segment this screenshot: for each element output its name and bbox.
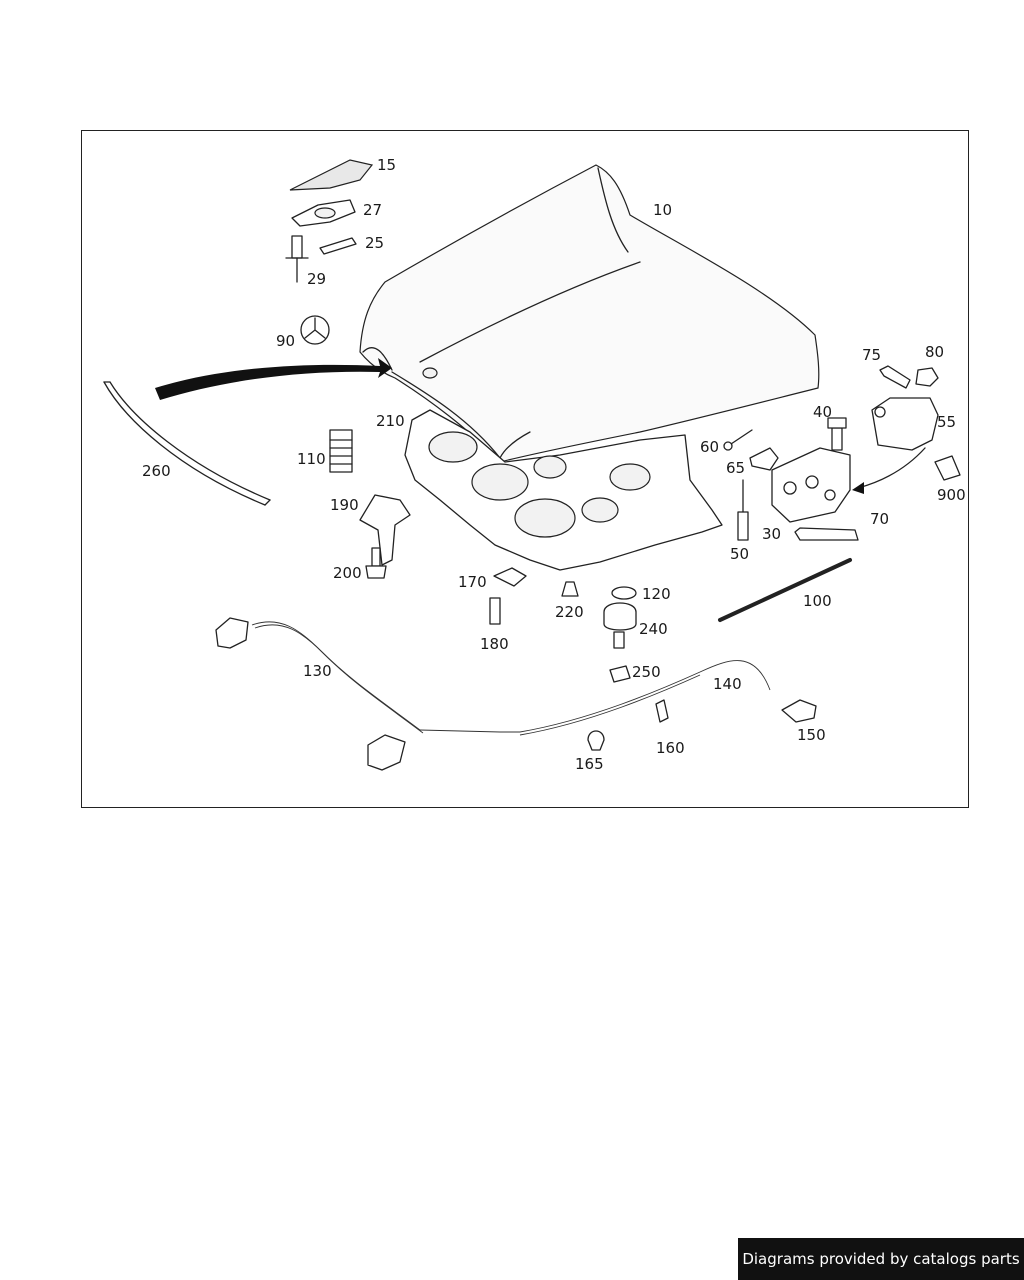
pointer-arrow (155, 358, 392, 400)
release-handle-left[interactable] (215, 617, 249, 649)
label-210[interactable]: 210 (376, 412, 405, 430)
part-110[interactable] (329, 429, 353, 473)
part-75[interactable] (879, 365, 911, 389)
label-25[interactable]: 25 (365, 234, 384, 252)
label-75[interactable]: 75 (862, 346, 881, 364)
label-90[interactable]: 90 (276, 332, 295, 350)
label-15[interactable]: 15 (377, 156, 396, 174)
part-900[interactable] (934, 455, 961, 481)
part-30[interactable] (771, 447, 851, 523)
label-130[interactable]: 130 (303, 662, 332, 680)
label-165[interactable]: 165 (575, 755, 604, 773)
label-140[interactable]: 140 (713, 675, 742, 693)
label-150[interactable]: 150 (797, 726, 826, 744)
part-180[interactable] (489, 597, 501, 625)
label-29[interactable]: 29 (307, 270, 326, 288)
part-50[interactable] (737, 479, 749, 541)
part-15[interactable] (289, 159, 374, 191)
part-60[interactable] (723, 429, 753, 451)
label-190[interactable]: 190 (330, 496, 359, 514)
lock-pointer-arrow (857, 447, 926, 489)
part-250[interactable] (609, 665, 631, 683)
label-250[interactable]: 250 (632, 663, 661, 681)
label-260[interactable]: 260 (142, 462, 171, 480)
label-40[interactable]: 40 (813, 403, 832, 421)
part-165[interactable] (587, 730, 605, 751)
label-55[interactable]: 55 (937, 413, 956, 431)
part-25[interactable] (319, 237, 357, 255)
label-10[interactable]: 10 (653, 201, 672, 219)
label-70[interactable]: 70 (870, 510, 889, 528)
part-55[interactable] (871, 397, 939, 451)
part-70[interactable] (794, 527, 859, 541)
part-120[interactable] (611, 586, 637, 600)
label-180[interactable]: 180 (480, 635, 509, 653)
label-27[interactable]: 27 (363, 201, 382, 219)
label-50[interactable]: 50 (730, 545, 749, 563)
label-60[interactable]: 60 (700, 438, 719, 456)
footer-credit-text: Diagrams provided by catalogs parts (742, 1250, 1020, 1268)
part-90[interactable] (300, 315, 330, 345)
part-100[interactable] (718, 558, 852, 622)
release-handle-lower[interactable] (367, 734, 406, 771)
part-190[interactable] (359, 494, 411, 566)
part-220[interactable] (561, 581, 579, 597)
label-200[interactable]: 200 (333, 564, 362, 582)
label-80[interactable]: 80 (925, 343, 944, 361)
part-170[interactable] (493, 567, 527, 587)
seal-strip-part-260[interactable] (103, 381, 271, 506)
part-80[interactable] (915, 367, 939, 387)
label-110[interactable]: 110 (297, 450, 326, 468)
part-160[interactable] (655, 699, 669, 723)
part-65[interactable] (749, 447, 779, 471)
label-120[interactable]: 120 (642, 585, 671, 603)
part-29[interactable] (285, 235, 309, 283)
part-27[interactable] (291, 199, 356, 227)
label-240[interactable]: 240 (639, 620, 668, 638)
part-200[interactable] (365, 547, 387, 579)
label-170[interactable]: 170 (458, 573, 487, 591)
insulation-panel-part-210[interactable] (404, 409, 723, 571)
cable-part-140[interactable] (519, 660, 771, 736)
label-900[interactable]: 900 (937, 486, 966, 504)
part-150[interactable] (781, 699, 817, 723)
label-100[interactable]: 100 (803, 592, 832, 610)
footer-credit-badge: Diagrams provided by catalogs parts (738, 1238, 1024, 1280)
label-30[interactable]: 30 (762, 525, 781, 543)
label-160[interactable]: 160 (656, 739, 685, 757)
label-65[interactable]: 65 (726, 459, 745, 477)
label-220[interactable]: 220 (555, 603, 584, 621)
cable-part-130[interactable] (251, 621, 520, 734)
part-240[interactable] (603, 602, 637, 649)
part-40[interactable] (827, 417, 847, 451)
